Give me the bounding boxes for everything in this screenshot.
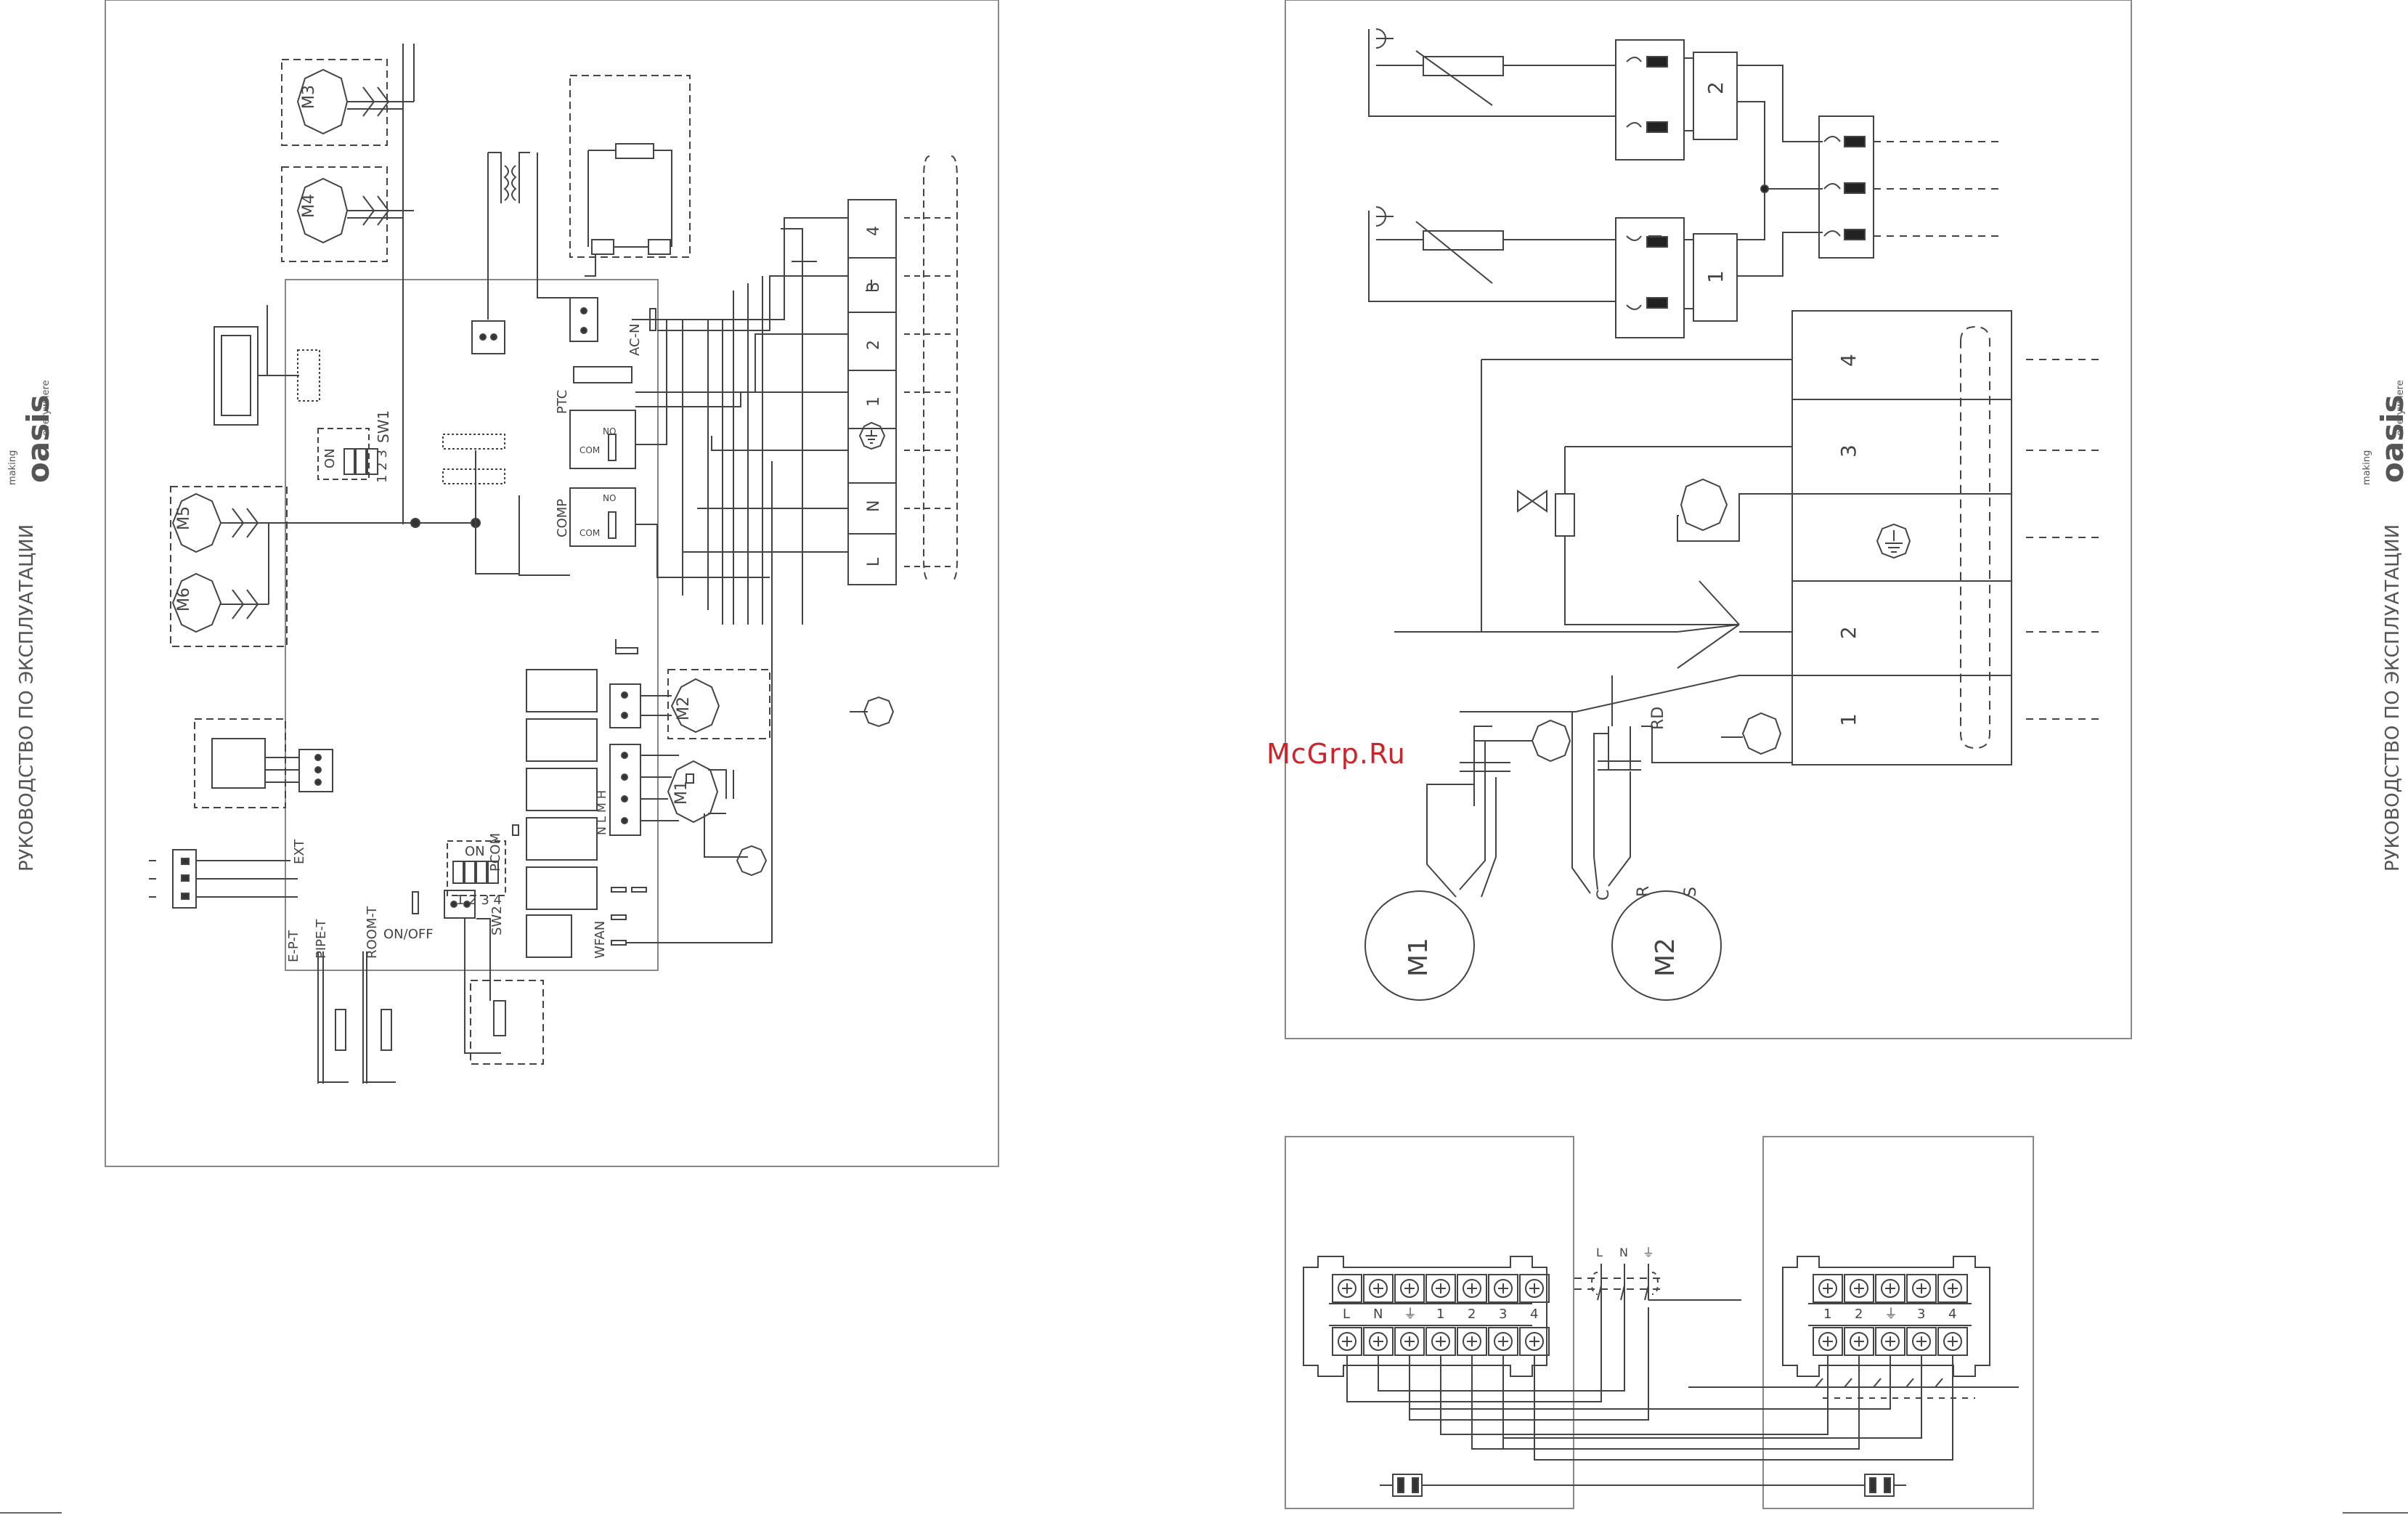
- outdoor-motor-label: M2: [1651, 938, 1680, 977]
- outdoor-terminal-strip: [1791, 310, 2012, 765]
- conn-indoor-label: N: [1373, 1307, 1383, 1322]
- outdoor-terminal-2: 2: [1836, 626, 1860, 639]
- power-label: L: [1596, 1246, 1603, 1259]
- indoor-terminal-3: 3: [865, 282, 883, 292]
- outdoor-terminal-3: 3: [1836, 444, 1860, 458]
- rd-label: RD: [1649, 707, 1667, 730]
- brand-tagline-top: making: [2362, 450, 2372, 485]
- sw1-on-label: ON: [322, 448, 338, 468]
- motor-label: M1: [672, 781, 691, 805]
- indoor-terminal-n: N: [865, 500, 883, 512]
- indoor-pcb: [285, 279, 659, 971]
- conn-outdoor-label: 3: [1917, 1307, 1925, 1322]
- motor-label: M4: [300, 194, 318, 218]
- conn-indoor-label: 3: [1499, 1307, 1507, 1322]
- comp-no-label: NO: [603, 493, 616, 503]
- outdoor-connection-frame: [1762, 1136, 2034, 1509]
- manual-title: РУКОВОДСТВО ПО ЭКСПЛУАТАЦИИ: [16, 524, 38, 872]
- pcom-label: PCOM: [488, 833, 503, 872]
- sw2-numbers: 1 2 3 4: [456, 893, 502, 908]
- conn-outdoor-label: 1: [1823, 1307, 1831, 1322]
- motor-m6: [171, 572, 222, 633]
- outdoor-diagram-frame: [1285, 0, 2132, 1039]
- indoor-connection-screws: [1332, 1274, 1550, 1356]
- motor-label: M5: [175, 506, 193, 530]
- indoor-labels: M3 M4 M5 M6 M2 M1 SW1 ON 1 2 3 PTC NO CO…: [175, 85, 883, 962]
- outdoor-terminal-4: 4: [1836, 354, 1860, 367]
- indoor-terminal-4: 4: [865, 226, 883, 236]
- comp-label: COMP: [555, 499, 570, 537]
- conn-outdoor-label: ⏚: [1884, 1307, 1897, 1322]
- sw1-label: SW1: [375, 410, 392, 443]
- wfan-label: WFAN: [593, 921, 608, 959]
- motor-label: M2: [675, 696, 693, 720]
- outdoor-compressor-m2: [1611, 890, 1722, 1001]
- conn-indoor-label: L: [1343, 1307, 1350, 1322]
- sw1-numbers: 1 2 3: [375, 450, 390, 483]
- power-label: ⏚: [1643, 1246, 1654, 1259]
- cap-c-label: C: [1595, 890, 1613, 901]
- brand-tagline-bottom: everywhere: [2395, 380, 2406, 436]
- motor-label: M3: [300, 85, 318, 109]
- ptc-label: PTC: [555, 390, 570, 414]
- sw2-label: SW2: [489, 906, 505, 935]
- conn-outdoor-label: 2: [1855, 1307, 1863, 1322]
- conn-indoor-label: ⏚: [1404, 1307, 1417, 1322]
- outdoor-motor-label: M1: [1404, 938, 1433, 977]
- indoor-terminal-1: 1: [865, 397, 883, 407]
- fan-speed-labels: N L M H: [595, 790, 609, 835]
- ptc-com-label: COM: [579, 445, 600, 455]
- on-off-label: ON/OFF: [383, 927, 434, 942]
- sw2-on-label: ON: [465, 844, 485, 859]
- indoor-terminal-2: 2: [865, 340, 883, 350]
- cap-r-label: R: [1635, 886, 1653, 897]
- indoor-terminal-l: L: [865, 557, 883, 566]
- brand-tagline-top: making: [7, 450, 18, 485]
- brand-tagline-bottom: everywhere: [41, 380, 52, 436]
- indoor-motor-m1: [667, 760, 719, 824]
- outdoor-labels: M1 M2 RD C R S 4 3 2 1 2 1: [1404, 81, 1860, 977]
- ext-label: EXT: [292, 839, 307, 864]
- motor-label: M6: [175, 588, 193, 612]
- conn-indoor-label: 4: [1530, 1307, 1538, 1322]
- outdoor-fan-motor-m1: [1364, 890, 1475, 1001]
- ac-n-label: AC-N: [627, 323, 643, 356]
- ept-label: E-P-T: [286, 930, 301, 962]
- sensor-group-1: 1: [1704, 270, 1728, 283]
- pipe-t-label: PIPE-T: [314, 919, 329, 959]
- manual-title: РУКОВОДСТВО ПО ЭКСПЛУАТАЦИИ: [2382, 524, 2404, 872]
- indoor-motor-m2: [670, 678, 720, 734]
- connection-labels: L N ⏚ 1 2 3 4 1 2 ⏚ 3 4 L N ⏚: [1343, 1246, 1956, 1322]
- room-t-label: ROOM-T: [365, 906, 380, 959]
- conn-indoor-label: 2: [1468, 1307, 1476, 1322]
- conn-indoor-label: 1: [1436, 1307, 1444, 1322]
- power-label: N: [1619, 1246, 1628, 1259]
- indoor-connection-frame: [1285, 1136, 1574, 1509]
- ptc-no-label: NO: [603, 426, 616, 436]
- sensor-group-2: 2: [1704, 81, 1728, 94]
- conn-outdoor-label: 4: [1948, 1307, 1956, 1322]
- outdoor-terminal-1: 1: [1836, 713, 1860, 726]
- watermark: McGrp.Ru: [1266, 738, 1406, 770]
- indoor-diagram-frame: [105, 0, 999, 1167]
- comp-com-label: COM: [579, 528, 600, 538]
- cap-s-label: S: [1682, 887, 1700, 897]
